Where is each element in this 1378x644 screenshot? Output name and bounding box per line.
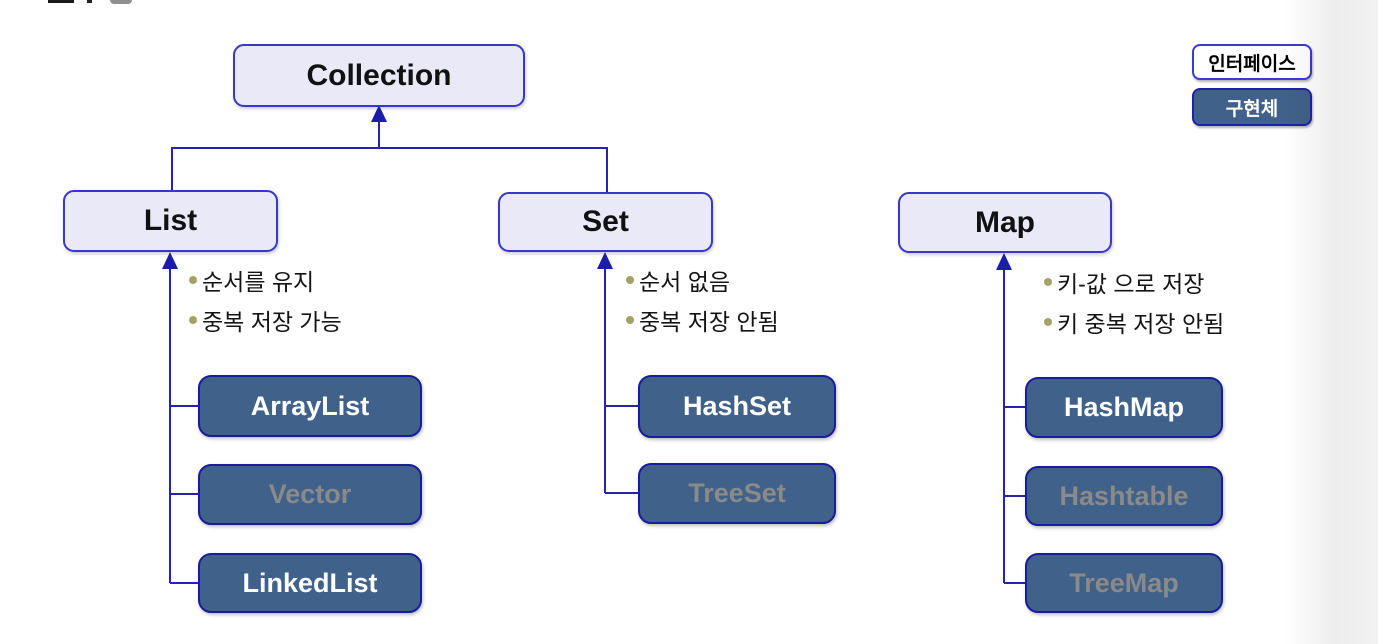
bullet-icon — [1044, 318, 1052, 326]
vector-label: Vector — [268, 479, 352, 509]
bullet-icon — [189, 316, 197, 324]
note-line: 순서 없음 — [626, 260, 779, 300]
cropped-title-fragment — [110, 0, 132, 4]
hashmap-label: HashMap — [1063, 392, 1185, 422]
hashmap-implementation-box: HashMap — [1025, 377, 1223, 438]
list-notes: 순서를 유지 중복 저장 가능 — [189, 260, 342, 340]
cropped-title-fragment — [87, 0, 92, 3]
set-notes: 순서 없음 중복 저장 안됨 — [626, 260, 779, 340]
linkedlist-label: LinkedList — [242, 567, 378, 598]
treemap-label: TreeMap — [1069, 567, 1179, 598]
bullet-icon — [189, 276, 197, 284]
note-line: 순서를 유지 — [189, 260, 342, 300]
legend-implementation-badge: 구현체 — [1192, 88, 1312, 126]
collection-interface-box: Collection — [233, 44, 525, 107]
list-label: List — [143, 204, 198, 237]
set-arrowhead-icon — [597, 252, 613, 269]
note-text: 순서를 유지 — [202, 269, 315, 295]
cropped-title-fragment — [48, 0, 74, 3]
hashset-implementation-box: HashSet — [638, 375, 836, 438]
note-line: 중복 저장 가능 — [189, 300, 342, 340]
treeset-implementation-box: TreeSet — [638, 463, 836, 524]
bullet-icon — [626, 316, 634, 324]
note-text: 순서 없음 — [639, 269, 731, 295]
legend-interface-label: 인터페이스 — [1208, 53, 1296, 75]
note-line: 중복 저장 안됨 — [626, 300, 779, 340]
bullet-icon — [626, 276, 634, 284]
legend-implementation-label: 구현체 — [1225, 98, 1279, 120]
set-label: Set — [582, 205, 629, 238]
set-interface-box: Set — [498, 192, 713, 252]
treemap-implementation-box: TreeMap — [1025, 553, 1223, 613]
hashset-label: HashSet — [682, 391, 792, 421]
hashtable-label: Hashtable — [1059, 480, 1189, 511]
map-notes: 키-값 으로 저장 키 중복 저장 안됨 — [1044, 262, 1224, 342]
list-interface-box: List — [63, 190, 278, 252]
map-arrowhead-icon — [996, 253, 1012, 270]
note-line: 키-값 으로 저장 — [1044, 262, 1224, 302]
arraylist-label: ArrayList — [250, 390, 370, 421]
linkedlist-implementation-box: LinkedList — [198, 553, 422, 613]
note-text: 중복 저장 가능 — [202, 309, 342, 335]
map-label: Map — [975, 205, 1035, 239]
note-text: 중복 저장 안됨 — [639, 309, 779, 335]
list-arrowhead-icon — [162, 252, 178, 269]
map-interface-box: Map — [898, 192, 1112, 253]
collection-branch-line — [171, 147, 608, 192]
collection-label: Collection — [306, 58, 452, 92]
treeset-label: TreeSet — [688, 478, 786, 508]
collection-arrowhead-icon — [371, 105, 387, 122]
legend-interface-badge: 인터페이스 — [1192, 44, 1312, 80]
hashtable-implementation-box: Hashtable — [1025, 466, 1223, 526]
bullet-icon — [1044, 278, 1052, 286]
arraylist-implementation-box: ArrayList — [198, 375, 422, 437]
vector-implementation-box: Vector — [198, 464, 422, 525]
note-text: 키 중복 저장 안됨 — [1057, 311, 1225, 337]
note-text: 키-값 으로 저장 — [1057, 271, 1205, 297]
note-line: 키 중복 저장 안됨 — [1044, 302, 1224, 342]
